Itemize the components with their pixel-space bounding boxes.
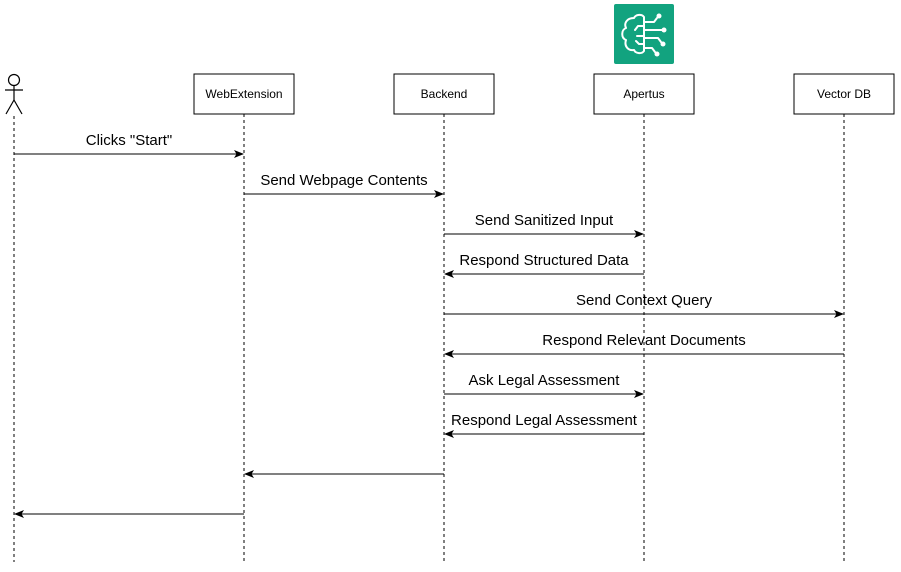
messages: Clicks "Start" Send Webpage ContentsSend …	[14, 132, 844, 518]
message-label: Send Context Query	[576, 292, 712, 309]
participant-vectordb: Vector DB	[793, 73, 895, 115]
message-label: Clicks "Start"	[86, 132, 173, 149]
participant-apertus: Apertus	[593, 73, 695, 115]
participant-label: WebExtension	[205, 87, 282, 101]
brain-circuit-icon	[614, 4, 674, 64]
participant-label: Vector DB	[817, 87, 871, 101]
message-arrow: Send Webpage Contents	[244, 172, 444, 198]
participant-backend: Backend	[393, 73, 495, 115]
message-label: Respond Relevant Documents	[542, 332, 745, 349]
message-arrow: Send Context Query	[444, 292, 844, 318]
message-arrow: Respond Relevant Documents	[444, 332, 844, 358]
lifelines	[13, 114, 845, 562]
message-arrow: Clicks "Start"	[14, 132, 244, 158]
participant-label: Backend	[421, 87, 468, 101]
message-label: Respond Legal Assessment	[451, 412, 638, 429]
message-arrow: Respond Structured Data	[444, 252, 644, 278]
message-label: Ask Legal Assessment	[469, 372, 621, 389]
message-arrow: Ask Legal Assessment	[444, 372, 644, 398]
participant-label: Apertus	[623, 87, 664, 101]
message-label: Respond Structured Data	[459, 252, 629, 269]
message-arrow: Send Sanitized Input	[444, 212, 644, 238]
actor-icon	[5, 73, 23, 115]
message-label: Send Sanitized Input	[475, 212, 614, 229]
message-label: Send Webpage Contents	[260, 172, 427, 189]
participants: WebExtension Backend Apertus Vector DB	[5, 73, 895, 115]
message-arrow: Respond Legal Assessment	[444, 412, 644, 438]
participant-webext: WebExtension	[193, 73, 295, 115]
